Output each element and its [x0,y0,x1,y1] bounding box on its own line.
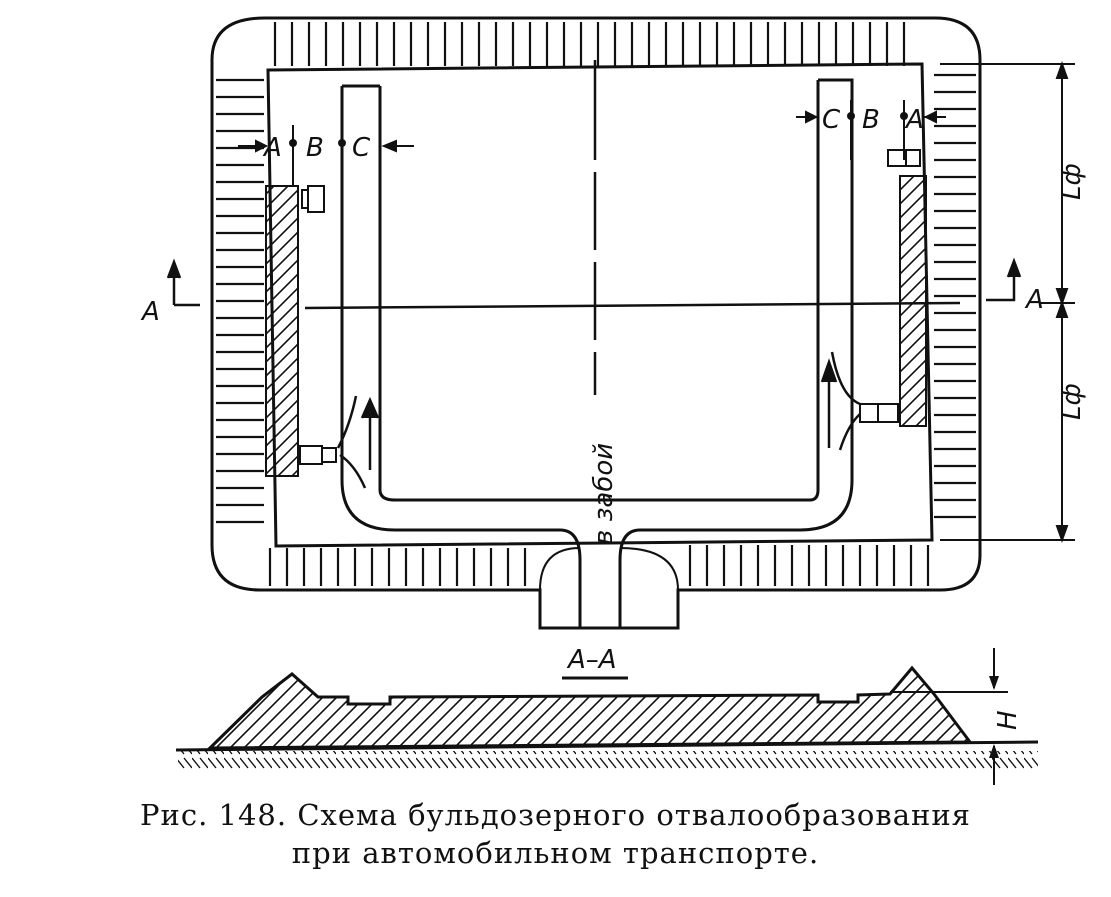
label-section-left: A [140,297,160,327]
label-left-b: B [306,133,324,163]
label-to-face: в забой [589,443,619,545]
label-dim-bottom: Lф [1057,383,1087,420]
exit-fans [539,547,679,591]
label-height: H [993,710,1023,730]
left-berm [265,185,299,477]
haul-road [340,78,854,628]
right-berm [899,175,927,427]
right-bulldozer-top-icon [887,149,921,167]
caption-line-1: Рис. 148. Схема бульдозерного отвалообра… [140,798,971,832]
right-bulldozer-bottom-icon [859,403,899,423]
motion-arrows [336,351,861,489]
label-left-c: C [352,133,371,163]
label-dim-top: Lф [1057,163,1087,200]
cross-section [175,648,1039,785]
center-axis [304,60,961,395]
label-left-a: A [262,133,282,163]
section-mark-left [166,258,200,307]
caption-line-2: при автомобильном транспорте. [291,836,820,870]
section-title: А–А [566,645,617,675]
embankment-bricks [216,22,976,586]
left-bulldozer-top-icon [301,185,325,213]
label-right-b: B [862,105,880,135]
section-mark-right [986,257,1022,302]
figure-caption: Рис. 148. Схема бульдозерного отвалообра… [0,796,1111,872]
left-bulldozer-bottom-icon [299,445,337,465]
dimension-lines [940,61,1075,543]
label-right-c: C [822,105,841,135]
abc-markers [238,100,946,185]
label-right-a: A [904,105,924,135]
label-section-right: A [1024,285,1044,315]
